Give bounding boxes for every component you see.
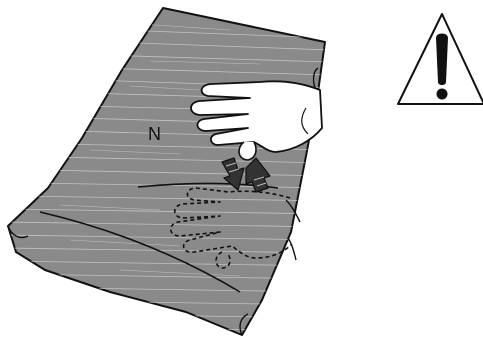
under-hand-wrist-lower (288, 238, 296, 260)
fabric-panel (5, 8, 330, 335)
side-label: N (148, 124, 161, 144)
warning-triangle-icon (398, 14, 483, 104)
